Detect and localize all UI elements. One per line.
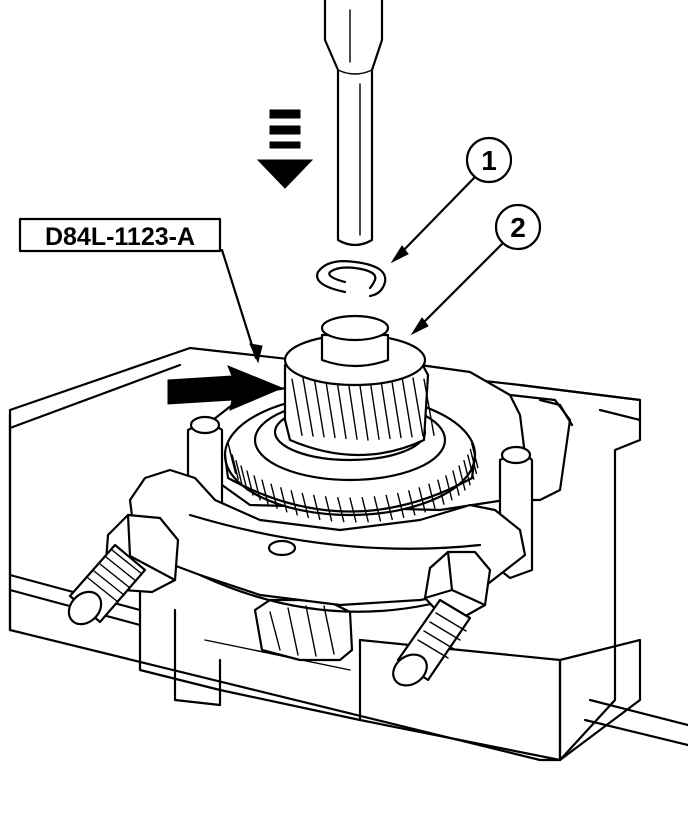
- left-threaded-stud: [67, 543, 147, 626]
- tool-label-callout: D84L-1123-A: [18, 217, 263, 364]
- callout-1-number: 1: [481, 145, 497, 176]
- retaining-ring: [316, 260, 387, 298]
- pointer-arrow-icon: [167, 365, 284, 411]
- press-ram: [323, 0, 384, 247]
- tool-label: D84L-1123-A: [45, 223, 195, 251]
- small-gear: [283, 314, 435, 457]
- callout-2-number: 2: [510, 212, 526, 243]
- splitter-bar: [128, 468, 527, 613]
- right-threaded-stud: [392, 598, 472, 687]
- callout-2: 2: [410, 203, 542, 336]
- callout-1: 1: [390, 136, 513, 264]
- lower-gear: [253, 598, 354, 662]
- down-arrow-icon: [256, 109, 314, 189]
